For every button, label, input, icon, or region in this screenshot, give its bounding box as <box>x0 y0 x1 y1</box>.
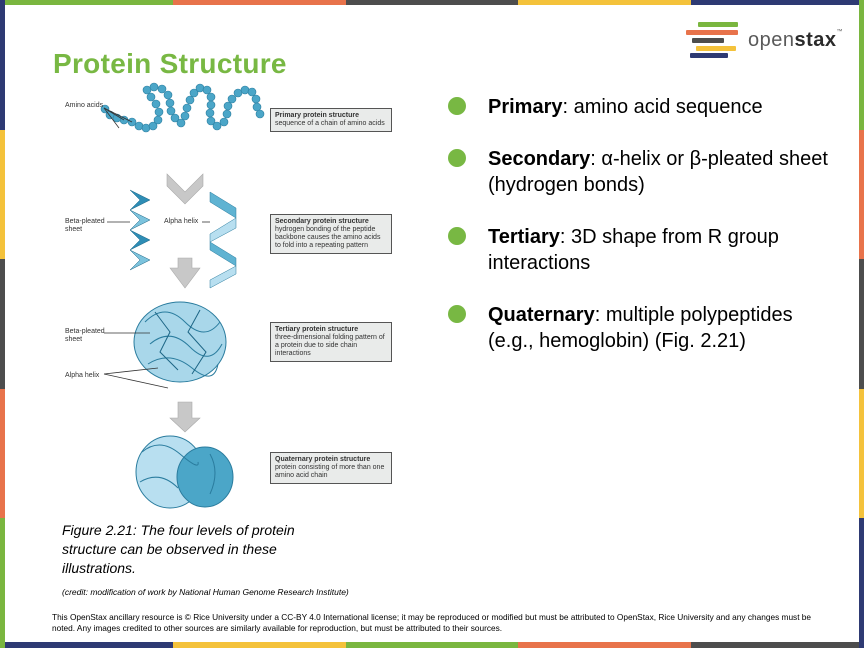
bullet-dot-icon <box>448 227 466 245</box>
slide-title: Protein Structure <box>53 48 287 79</box>
right-border-strip <box>859 0 864 648</box>
logo-bars-icon <box>684 20 744 60</box>
label-beta-sheet-tertiary: Beta-pleated sheet <box>65 328 105 343</box>
bullet-list: Primary: amino acid sequence Secondary: … <box>448 94 828 380</box>
protein-structure-figure: Amino acids Beta-pleated sheet Alpha hel… <box>60 82 400 518</box>
protein-levels-illustration <box>100 82 265 509</box>
label-amino-acids: Amino acids <box>65 102 104 109</box>
top-border-strip <box>0 0 864 5</box>
figure-caption: Figure 2.21: The four levels of protein … <box>62 522 295 576</box>
logo-wordmark: openstax™ <box>748 29 844 51</box>
bullet-dot-icon <box>448 305 466 323</box>
openstax-logo: openstax™ <box>684 20 844 60</box>
bullet-tertiary: Tertiary: 3D shape from R group interact… <box>448 224 828 276</box>
bullet-secondary: Secondary: α-helix or β-pleated sheet (h… <box>448 146 828 198</box>
license-footer: This OpenStax ancillary resource is © Ri… <box>52 612 812 633</box>
left-border-strip <box>0 0 5 648</box>
bullet-primary: Primary: amino acid sequence <box>448 94 828 120</box>
label-beta-sheet-secondary: Beta-pleated sheet <box>65 218 105 233</box>
label-alpha-helix-secondary: Alpha helix <box>164 218 199 225</box>
label-alpha-helix-tertiary: Alpha helix <box>65 372 100 379</box>
tertiary-fold <box>133 301 227 383</box>
bottom-border-strip <box>0 642 864 648</box>
amino-acid-chain <box>100 82 265 133</box>
bullet-quaternary: Quaternary: multiple polypeptides (e.g.,… <box>448 302 828 354</box>
quaternary-fold <box>135 435 234 509</box>
bullet-dot-icon <box>448 149 466 167</box>
figure-credit: (credit: modification of work by Nationa… <box>62 587 349 597</box>
bullet-dot-icon <box>448 97 466 115</box>
